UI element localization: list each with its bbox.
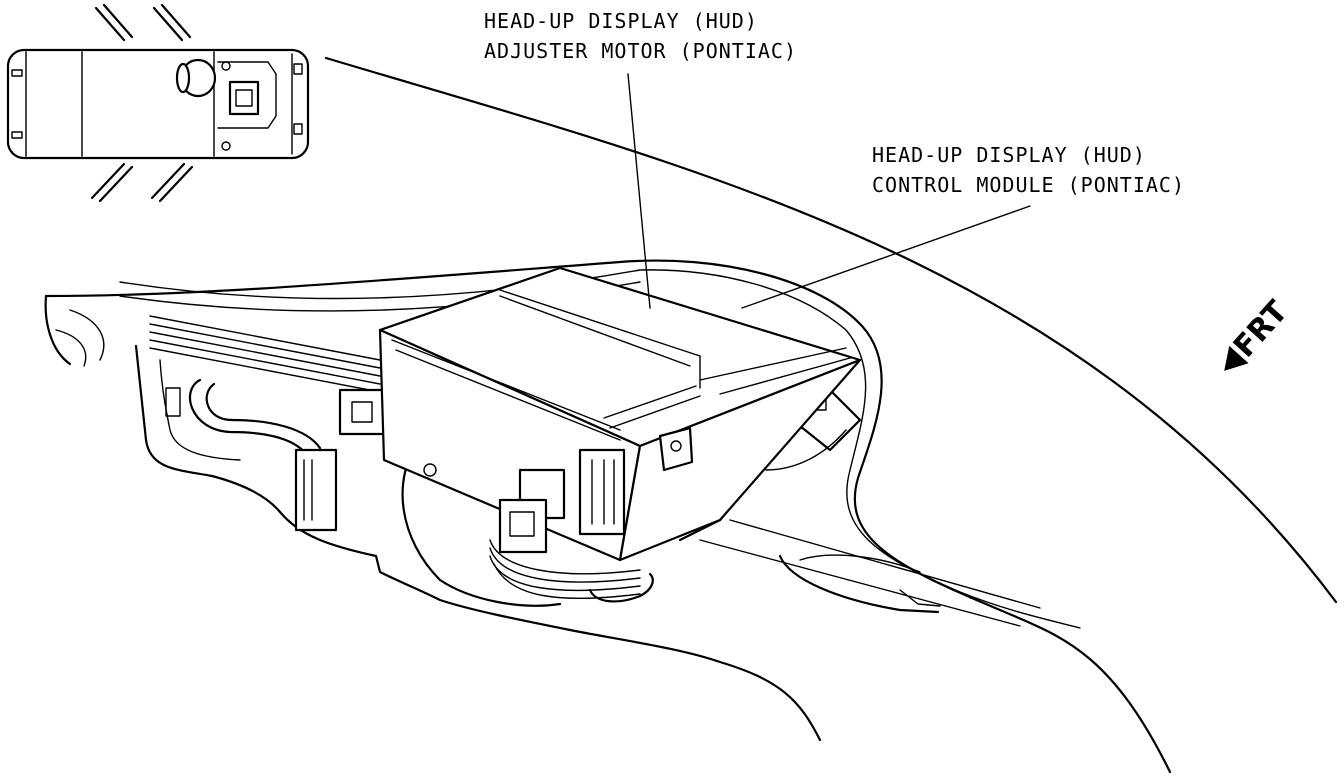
hud-module [378,266,862,562]
dash-lower-panel [134,344,1041,742]
leader-line-adjuster-motor [627,73,651,309]
vehicle-locator-inset [6,3,310,203]
control-module-callout-line1: HEAD-UP DISPLAY (HUD) [872,143,1146,167]
wiring-harness-lower [489,539,654,603]
control-module-callout-line2: CONTROL MODULE (PONTIAC) [872,173,1185,197]
wiring-harness-left [149,315,386,532]
dash-outline [44,56,1338,774]
adjuster-motor-callout: HEAD-UP DISPLAY (HUD) ADJUSTER MOTOR (PO… [484,6,797,66]
adjuster-motor-callout-line1: HEAD-UP DISPLAY (HUD) [484,9,758,33]
adjuster-motor-callout-line2: ADJUSTER MOTOR (PONTIAC) [484,39,797,63]
leader-line-control-module [741,205,1031,309]
control-module-callout: HEAD-UP DISPLAY (HUD) CONTROL MODULE (PO… [872,140,1185,200]
